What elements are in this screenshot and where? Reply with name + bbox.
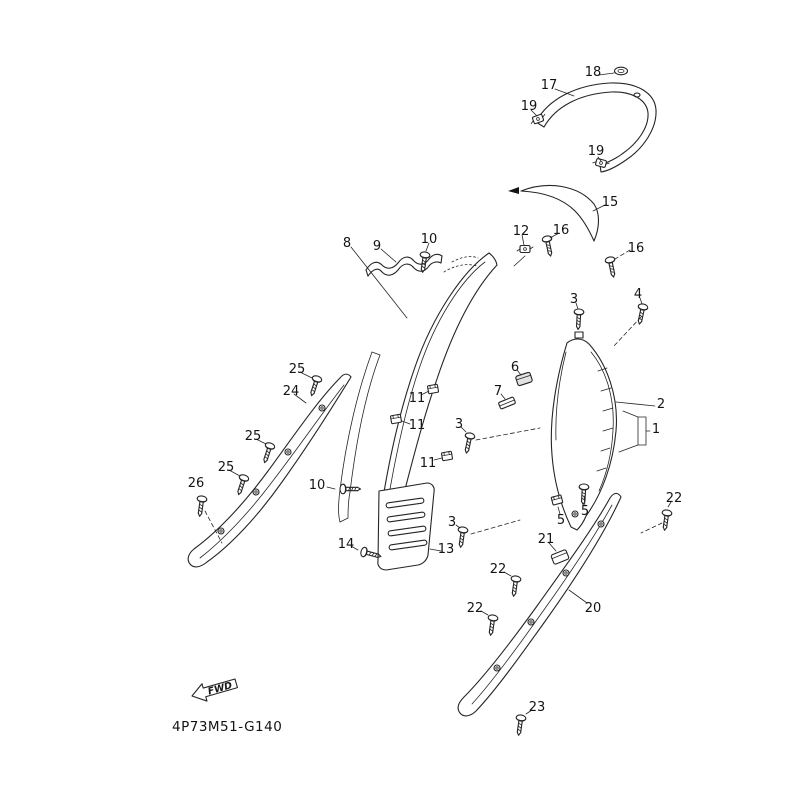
part-damper-6 — [515, 371, 533, 387]
callout-label: 3 — [570, 292, 578, 307]
callout-label: 2 — [657, 397, 665, 412]
callout-label: 23 — [529, 700, 546, 715]
callout-label: 25 — [289, 362, 306, 377]
callout-label: 25 — [218, 460, 235, 475]
callout-label: 5 — [557, 513, 565, 528]
part-clip-11-a — [426, 383, 440, 395]
callout-label: 25 — [245, 429, 262, 444]
callout-label: 4 — [634, 287, 642, 302]
callout-label: 14 — [338, 537, 355, 552]
part-grab-rail — [535, 82, 657, 173]
callout-label: 26 — [188, 476, 205, 491]
callout-label: 10 — [421, 232, 438, 247]
callout-label: 15 — [602, 195, 619, 210]
screw-22-bottom — [485, 613, 499, 637]
screw-3-bottom — [455, 525, 469, 549]
screw-26 — [194, 494, 208, 518]
screw-4 — [634, 302, 649, 326]
callout-label: 3 — [448, 515, 456, 530]
screw-22-middle — [508, 574, 522, 598]
leader-lines — [204, 72, 672, 715]
part-clamp-12 — [513, 244, 534, 267]
callout-label: 7 — [494, 384, 502, 399]
callout-labels: 18 17 19 19 15 16 16 12 10 9 8 3 4 2 1 6… — [188, 65, 683, 715]
callout-label: 9 — [373, 239, 381, 254]
part-clip-11-b — [389, 413, 403, 425]
part-pad-7 — [498, 396, 516, 410]
callout-label: 18 — [585, 65, 602, 80]
part-clip-11-c — [440, 450, 454, 462]
screw-25-middle — [259, 441, 277, 465]
part-vent-panel — [377, 482, 435, 571]
callout-label: 12 — [513, 224, 530, 239]
callout-label: 19 — [588, 144, 605, 159]
callout-label: 13 — [438, 542, 455, 557]
diagram-code: 4P73M51-G140 — [172, 719, 282, 735]
screw-25-top — [306, 374, 324, 398]
callout-label: 21 — [538, 532, 555, 547]
part-wavy-bracket — [365, 253, 443, 277]
callout-label: 16 — [553, 223, 570, 238]
screw-3-middle — [461, 431, 476, 455]
part-trim-strip — [508, 185, 600, 242]
callout-label: 22 — [490, 562, 507, 577]
screw-22-right — [659, 508, 673, 532]
part-left-side-cover — [338, 252, 498, 523]
screw-23 — [513, 713, 527, 737]
part-right-lower-strip — [457, 492, 622, 717]
callout-label: 1 — [652, 422, 660, 437]
callout-label: 19 — [521, 99, 538, 114]
callout-label: 3 — [455, 417, 463, 432]
callout-label: 24 — [283, 384, 300, 399]
screw-3-top — [572, 308, 585, 339]
part-cap — [613, 66, 629, 76]
callout-label: 6 — [511, 360, 519, 375]
callout-label: 5 — [581, 504, 589, 519]
screw-25-bottom — [233, 473, 251, 497]
part-damper-21 — [550, 548, 570, 566]
callout-label: 11 — [420, 456, 437, 471]
callout-label: 11 — [409, 391, 426, 406]
fwd-arrow: FWD — [191, 678, 239, 702]
fwd-label: FWD — [207, 680, 234, 697]
part-right-side-cover — [550, 338, 618, 531]
screw-16-right — [604, 255, 619, 279]
screw-10-top — [417, 250, 431, 274]
part-left-lower-strip — [187, 373, 352, 568]
callout-label: 11 — [409, 418, 426, 433]
callout-label: 22 — [666, 491, 683, 506]
callout-label: 20 — [585, 601, 602, 616]
callout-label: 22 — [467, 601, 484, 616]
screw-16-left — [541, 234, 556, 258]
callout-label: 16 — [628, 241, 645, 256]
callout-label: 10 — [309, 478, 326, 493]
callout-label: 17 — [541, 78, 558, 93]
callout-label: 8 — [343, 236, 351, 251]
